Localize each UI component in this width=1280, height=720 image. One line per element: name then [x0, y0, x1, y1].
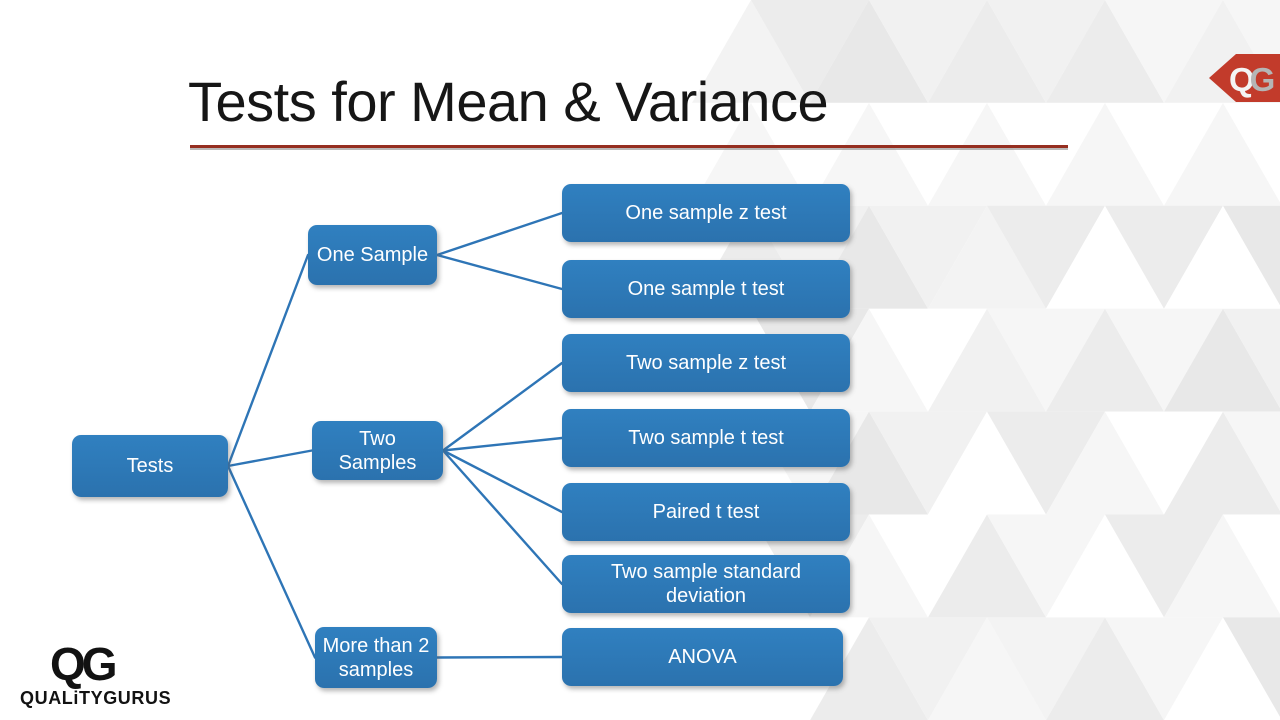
node-two-sample-standard-deviation: Two sample standard deviation [562, 555, 850, 613]
title-underline [190, 145, 1068, 148]
node-more-than-2-samples: More than 2 samples [315, 627, 437, 688]
svg-text:QG: QG [1229, 61, 1275, 98]
node-one-sample-t-test: One sample t test [562, 260, 850, 318]
qualitygurus-corner-logo: QG [1209, 54, 1280, 102]
node-anova: ANOVA [562, 628, 843, 686]
node-two-sample-z-test: Two sample z test [562, 334, 850, 392]
corner-logo-tag-shape [1209, 54, 1280, 102]
node-paired-t-test: Paired t test [562, 483, 850, 541]
node-two-samples: Two Samples [312, 421, 443, 480]
qualitygurus-footer-logo-name: QUALiTYGURUS [20, 688, 172, 708]
slide-title: Tests for Mean & Variance [188, 70, 829, 133]
qualitygurus-footer-logo-mark: QG [50, 638, 118, 690]
node-two-sample-t-test: Two sample t test [562, 409, 850, 467]
node-one-sample-z-test: One sample z test [562, 184, 850, 242]
node-tests: Tests [72, 435, 228, 497]
node-one-sample: One Sample [308, 225, 437, 285]
